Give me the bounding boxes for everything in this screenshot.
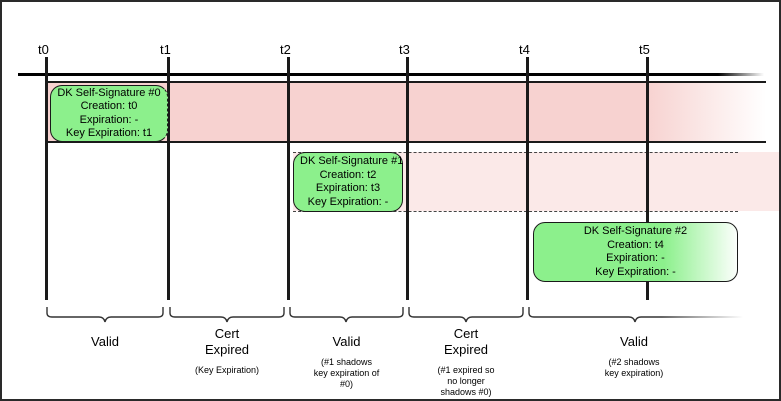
tick-label-t2: t2: [280, 42, 291, 57]
tick-mark-t1: [167, 57, 170, 76]
period-4-subtitle: (#1 expired so no longer shadows #0): [437, 365, 495, 397]
period-label-cert-expired-2: Cert Expired (#1 expired so no longer sh…: [408, 326, 524, 398]
period-divider-t5: [646, 76, 649, 300]
signature-1-key-expiration: Key Expiration: -: [307, 195, 389, 208]
tick-mark-t0: [45, 57, 48, 76]
period-1-title: Valid: [91, 334, 119, 349]
signature-1-title: DK Self-Signature #1: [300, 155, 404, 167]
signature-2-title: DK Self-Signature #2: [583, 225, 688, 237]
brace-period-4: [408, 307, 524, 323]
signature-box-2[interactable]: DK Self-Signature #2 Creation: t4 Expira…: [533, 222, 738, 282]
tick-label-t1: t1: [160, 42, 171, 57]
period-label-valid-1: Valid: [46, 334, 164, 357]
signature-2-expiration: Expiration: -: [606, 252, 665, 264]
period-divider-t2: [287, 76, 290, 300]
brace-period-1: [46, 307, 164, 323]
signature-0-creation: Creation: t0: [80, 100, 138, 112]
signature-2-key-expiration: Key Expiration: -: [595, 265, 676, 278]
period-3-title: Valid: [332, 334, 361, 349]
period-label-valid-3: Valid (#2 shadows key expiration): [528, 334, 740, 379]
period-2-title: Cert Expired: [204, 326, 250, 357]
period-5-subtitle: (#2 shadows key expiration): [604, 357, 664, 378]
period-label-cert-expired-1: Cert Expired (Key Expiration): [169, 326, 285, 376]
tick-label-t5: t5: [639, 42, 650, 57]
band-cert-expiration-1-top-edge: [293, 152, 738, 153]
period-divider-t4: [526, 76, 529, 300]
tick-mark-t2: [287, 57, 290, 76]
signature-0-title: DK Self-Signature #0: [57, 86, 161, 99]
brace-period-5: [528, 307, 753, 323]
period-divider-t3: [406, 76, 409, 300]
period-label-valid-2: Valid (#1 shadows key expiration of #0): [289, 334, 404, 390]
period-5-title: Valid: [620, 334, 648, 349]
signature-1-creation: Creation: t2: [319, 168, 377, 181]
signature-2-creation: Creation: t4: [607, 238, 664, 251]
timeline-axis: [18, 73, 764, 76]
tick-mark-t3: [406, 57, 409, 76]
band-cert-expiration-1-bottom-edge: [293, 211, 738, 212]
period-divider-t0: [45, 76, 48, 300]
tick-label-t4: t4: [519, 42, 530, 57]
signature-box-0[interactable]: DK Self-Signature #0 Creation: t0 Expira…: [50, 85, 168, 142]
tick-label-t0: t0: [38, 42, 49, 57]
period-4-title: Cert Expired: [443, 326, 489, 357]
brace-period-2: [169, 307, 285, 323]
brace-period-3: [289, 307, 404, 323]
tick-label-t3: t3: [399, 42, 410, 57]
signature-0-key-expiration: Key Expiration: t1: [65, 127, 153, 139]
period-2-subtitle: (Key Expiration): [194, 365, 260, 375]
signature-box-1[interactable]: DK Self-Signature #1 Creation: t2 Expira…: [293, 152, 403, 212]
period-divider-t1: [167, 76, 170, 300]
signature-0-expiration: Expiration: -: [79, 113, 139, 126]
signature-1-expiration: Expiration: t3: [315, 182, 381, 194]
tick-mark-t5: [646, 57, 649, 76]
period-3-subtitle: (#1 shadows key expiration of #0): [313, 357, 380, 389]
tick-mark-t4: [526, 57, 529, 76]
